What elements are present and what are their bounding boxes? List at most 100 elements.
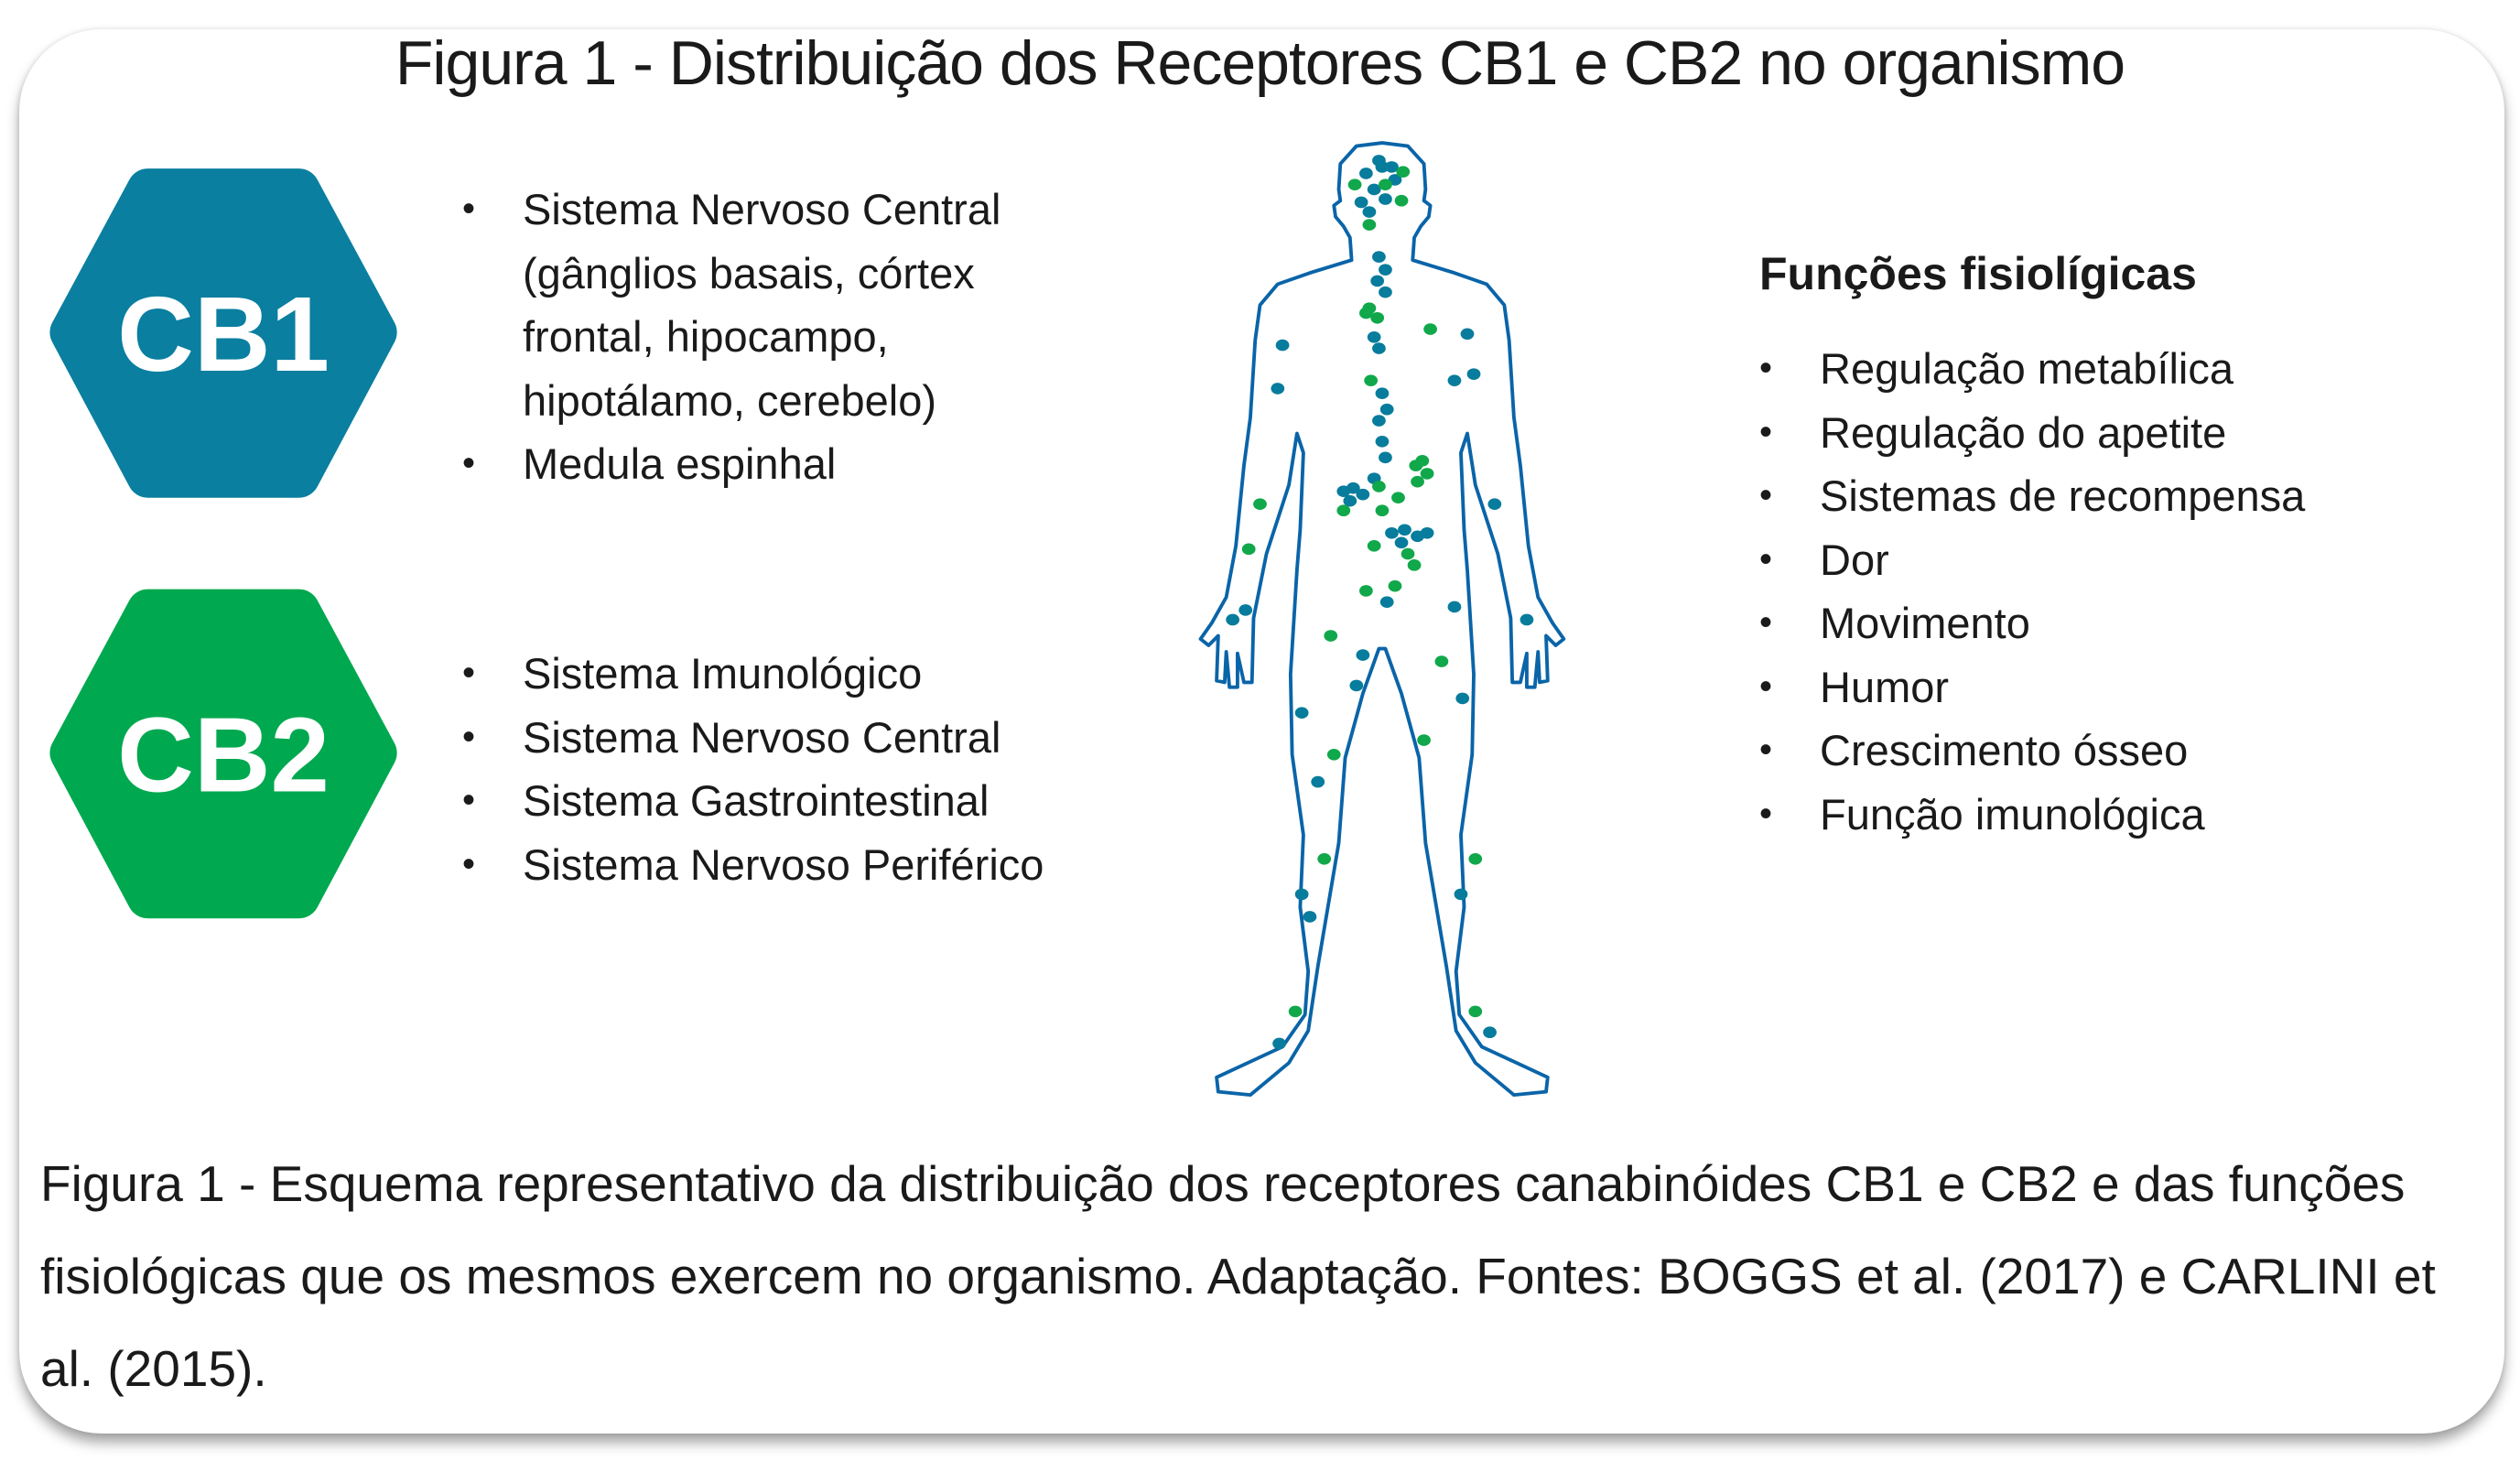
- cb1-receptor-dot: [1367, 183, 1381, 196]
- cb1-receptor-dot: [1238, 604, 1253, 616]
- cb2-locations-list: Sistema ImunológicoSistema Nervoso Centr…: [462, 642, 1158, 896]
- cb1-receptor-dot: [1385, 526, 1399, 539]
- cb2-receptor-dot: [1391, 492, 1405, 504]
- list-item: Medula espinhal: [462, 432, 1158, 496]
- functions-title: Funções fisiolígicas: [1759, 248, 2197, 299]
- cb1-receptor-dot: [1372, 251, 1386, 263]
- cb2-receptor-dot: [1241, 543, 1256, 556]
- cb2-receptor-dot: [1372, 481, 1386, 492]
- cb1-receptor-dot: [1455, 692, 1470, 705]
- cb2-receptor-dot: [1420, 468, 1434, 480]
- cb2-receptor-dot: [1415, 455, 1430, 467]
- cb2-receptor-dot: [1407, 559, 1422, 571]
- cb2-receptor-dot: [1423, 323, 1437, 335]
- cb2-receptor-dot: [1367, 539, 1381, 552]
- list-item: Sistema Nervoso Central: [462, 178, 1158, 242]
- cb1-receptor-dot: [1375, 435, 1390, 448]
- list-item: Crescimento ósseo: [1759, 719, 2473, 783]
- cb1-receptor-dot: [1487, 498, 1502, 511]
- cb2-receptor-dot: [1359, 307, 1373, 319]
- cb2-receptor-dot: [1375, 504, 1390, 517]
- cb1-receptor-dot: [1379, 286, 1392, 298]
- list-item: frontal, hipocampo,: [523, 312, 889, 361]
- cb2-receptor-dot: [1468, 852, 1483, 865]
- list-item: Regulação metabílica: [1759, 337, 2473, 401]
- cb1-receptor-dot: [1454, 888, 1468, 901]
- cb1-receptor-dot: [1385, 161, 1399, 173]
- human-body-outline: [1198, 141, 1566, 1098]
- cb1-receptor-dot: [1379, 403, 1394, 416]
- cb2-receptor-dot: [1359, 585, 1373, 597]
- cb1-receptor-dot: [1379, 596, 1394, 609]
- cb1-receptor-dot: [1447, 601, 1462, 613]
- cb1-receptor-dot: [1294, 888, 1309, 901]
- list-item: Regulação do apetite: [1759, 401, 2473, 465]
- cb1-receptor-dot: [1375, 387, 1390, 400]
- cb2-receptor-dot: [1434, 655, 1449, 667]
- cb1-receptor-dot: [1349, 679, 1364, 692]
- cb1-receptor-dot: [1359, 168, 1373, 179]
- list-item: hipotálamo, cerebelo): [523, 375, 936, 425]
- list-item: Dor: [1759, 528, 2473, 592]
- cb1-receptor-dot: [1346, 482, 1360, 494]
- cb2-receptor-dot: [1347, 179, 1362, 191]
- cb1-receptor-dot: [1311, 775, 1325, 788]
- cb2-receptor-dot: [1394, 194, 1409, 207]
- cb1-receptor-dot: [1343, 494, 1357, 507]
- cb1-receptor-dot: [1303, 911, 1317, 923]
- list-item: (gânglios basais, córtex: [523, 248, 975, 298]
- cb1-receptor-dot: [1370, 275, 1385, 287]
- cb2-receptor-dot: [1396, 166, 1411, 178]
- cb1-receptor-dot: [1356, 488, 1370, 501]
- cb1-receptor-dot: [1275, 339, 1290, 352]
- cb2-receptor-dot: [1379, 179, 1392, 191]
- cb1-locations-list: Sistema Nervoso Central (gânglios basais,…: [462, 178, 1158, 496]
- figure-title: Figura 1 - Distribuição dos Receptores C…: [395, 28, 2125, 98]
- list-item: Humor: [1759, 655, 2473, 720]
- cb1-receptor-dot: [1272, 1037, 1286, 1050]
- cb2-receptor-dot: [1401, 547, 1415, 560]
- cb1-receptor-dot: [1356, 649, 1370, 661]
- cb2-receptor-dot: [1364, 374, 1379, 386]
- cb1-receptor-dot: [1420, 526, 1434, 539]
- cb2-receptor-dot: [1288, 1005, 1303, 1018]
- cb1-receptor-dot: [1447, 374, 1462, 386]
- cb2-receptor-dot: [1468, 1005, 1483, 1018]
- list-item: Sistema Gastrointestinal: [462, 769, 1158, 833]
- cb1-receptor-dot: [1372, 155, 1386, 167]
- cb1-receptor-dot: [1398, 524, 1411, 536]
- cb1-receptor-dot: [1466, 368, 1481, 380]
- list-item: Sistema Nervoso Central: [462, 706, 1158, 770]
- cb1-receptor-dot: [1294, 707, 1309, 720]
- cb1-receptor-dot: [1483, 1026, 1497, 1039]
- cb1-label: CB1: [117, 275, 330, 394]
- list-item: Função imunológica: [1759, 783, 2473, 847]
- cb1-receptor-dot: [1379, 193, 1392, 205]
- cb2-receptor-dot: [1417, 734, 1431, 746]
- cb1-receptor-dot: [1271, 383, 1285, 395]
- cb2-receptor-dot: [1388, 579, 1402, 592]
- cb2-receptor-dot: [1253, 498, 1267, 511]
- list-item: Sistemas de recompensa: [1759, 464, 2473, 528]
- list-item: Sistema Nervoso Periférico: [462, 833, 1158, 897]
- receptor-dots: [1226, 155, 1534, 1050]
- cb1-receptor-dot: [1354, 196, 1368, 209]
- cb1-receptor-dot: [1362, 206, 1377, 218]
- cb2-label: CB2: [117, 696, 330, 815]
- cb1-receptor-dot: [1226, 613, 1240, 626]
- cb2-receptor-dot: [1326, 748, 1341, 761]
- cb1-receptor-dot: [1372, 342, 1386, 354]
- cb1-receptor-dot: [1367, 330, 1381, 343]
- cb1-receptor-dot: [1379, 451, 1392, 464]
- cb2-receptor-dot: [1362, 219, 1377, 231]
- cb1-receptor-dot: [1460, 328, 1475, 341]
- cb1-receptor-dot: [1394, 536, 1409, 549]
- list-item: Sistema Imunológico: [462, 642, 1158, 706]
- cb1-receptor-dot: [1520, 613, 1534, 626]
- functions-list: Regulação metabílicaRegulação do apetite…: [1759, 337, 2473, 846]
- cb2-receptor-dot: [1370, 311, 1385, 324]
- cb2-hexagon: CB2: [49, 589, 397, 919]
- cb1-receptor-dot: [1379, 264, 1392, 276]
- cb2-receptor-dot: [1336, 504, 1351, 517]
